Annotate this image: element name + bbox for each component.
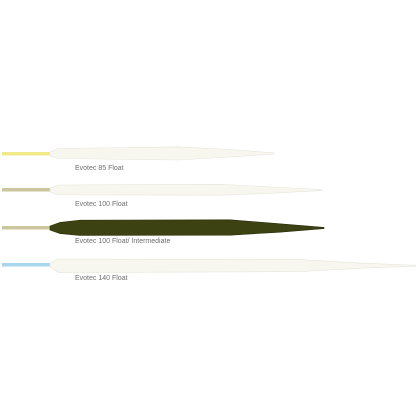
tip-evotec-100-float-intermediate: [2, 226, 50, 230]
body-evotec-85-float: [49, 146, 275, 161]
tip-evotec-100-float: [2, 188, 50, 192]
tip-evotec-85-float: [2, 152, 50, 156]
line-label-evotec-140-float: Evotec 140 Float: [75, 275, 128, 282]
line-profile-evotec-100-float: [2, 183, 323, 196]
body-evotec-100-float: [49, 183, 323, 196]
line-profile-evotec-100-float-intermediate: [2, 219, 325, 236]
line-profile-evotec-140-float: [2, 258, 417, 273]
tip-evotec-140-float: [2, 263, 50, 267]
line-label-evotec-85-float: Evotec 85 Float: [75, 165, 124, 172]
body-evotec-140-float: [49, 258, 417, 273]
line-label-evotec-100-float: Evotec 100 Float: [75, 201, 128, 208]
body-evotec-100-float-intermediate: [49, 219, 325, 236]
line-profile-evotec-85-float: [2, 146, 275, 161]
line-label-evotec-100-float-intermediate: Evotec 100 Float/ Intermediate: [75, 238, 171, 245]
